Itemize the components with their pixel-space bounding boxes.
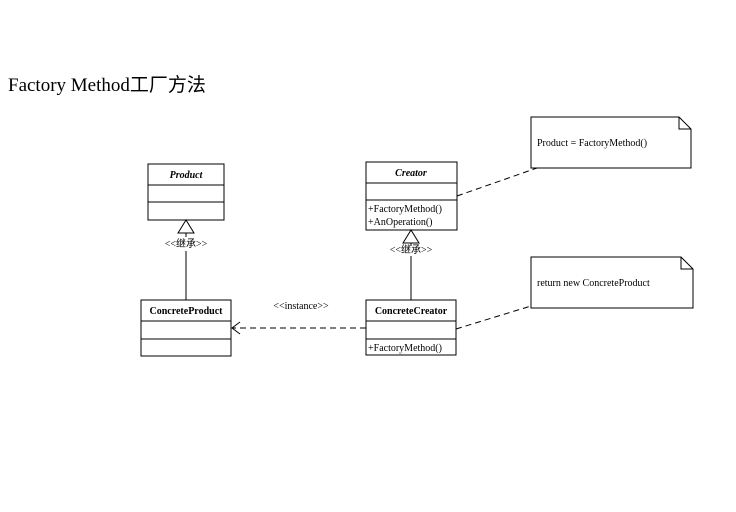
inheritance-label-creator: <<继承>> (390, 243, 433, 256)
class-product[interactable]: Product (147, 163, 225, 221)
class-concrete-creator[interactable]: ConcreteCreator +FactoryMethod() (365, 299, 457, 356)
note-concrete-creator-text: return new ConcreteProduct (537, 278, 650, 289)
note-concrete-creator[interactable]: return new ConcreteProduct (530, 256, 694, 309)
class-creator[interactable]: Creator +FactoryMethod() +AnOperation() (365, 161, 458, 231)
class-creator-name: Creator (395, 168, 427, 179)
page-title: Factory Method工厂方法 (8, 75, 206, 96)
creator-method-anoperation: +AnOperation() (368, 217, 433, 228)
note-creator-text: Product = FactoryMethod() (537, 138, 647, 149)
note-concrete-creator-connector (455, 305, 532, 330)
note-creator-connector (456, 167, 538, 197)
class-concrete-creator-name: ConcreteCreator (375, 306, 448, 317)
note-creator[interactable]: Product = FactoryMethod() (530, 116, 692, 169)
inheritance-product: <<继承>> (165, 219, 208, 300)
inheritance-label-product: <<继承>> (165, 237, 208, 250)
concrete-creator-method-factory: +FactoryMethod() (368, 343, 442, 354)
creator-method-factory: +FactoryMethod() (368, 204, 442, 215)
inheritance-creator: <<继承>> (390, 229, 433, 300)
class-concrete-product[interactable]: ConcreteProduct (140, 299, 232, 357)
class-product-name: Product (170, 170, 204, 181)
class-concrete-product-name: ConcreteProduct (150, 306, 224, 317)
instance-dependency: <<instance>> (231, 301, 366, 335)
instance-label: <<instance>> (273, 301, 329, 312)
